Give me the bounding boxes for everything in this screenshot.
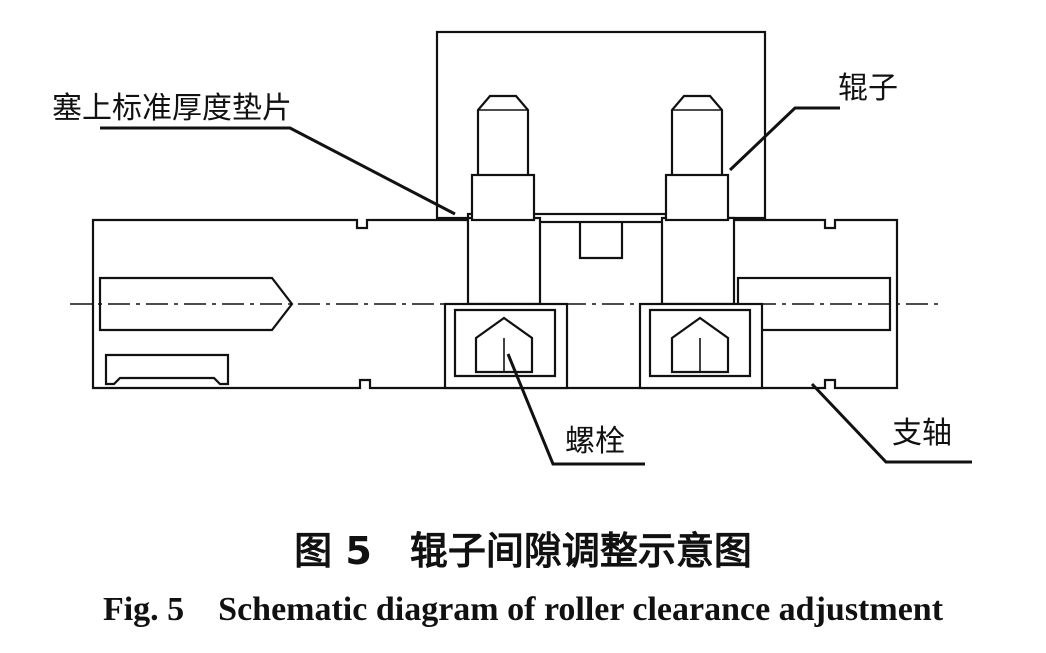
pin-right [660, 94, 736, 306]
pin-left [466, 94, 542, 306]
bolt-cavity-left [443, 302, 569, 390]
label-roller: 辊子 [838, 71, 898, 106]
label-shaft: 支轴 [892, 416, 952, 451]
label-bolt: 螺栓 [565, 424, 625, 459]
bolt-leader [506, 353, 645, 466]
bolt-cavity-right [638, 302, 764, 390]
roller-leader [728, 106, 840, 172]
caption-en: Fig. 5 Schematic diagram of roller clear… [103, 591, 944, 628]
shim-leader [100, 126, 456, 216]
label-shim: 塞上标准厚度垫片 [52, 91, 292, 126]
caption-cn: 图 5 辊子间隙调整示意图 [294, 529, 752, 573]
shaft-leader [810, 382, 972, 464]
